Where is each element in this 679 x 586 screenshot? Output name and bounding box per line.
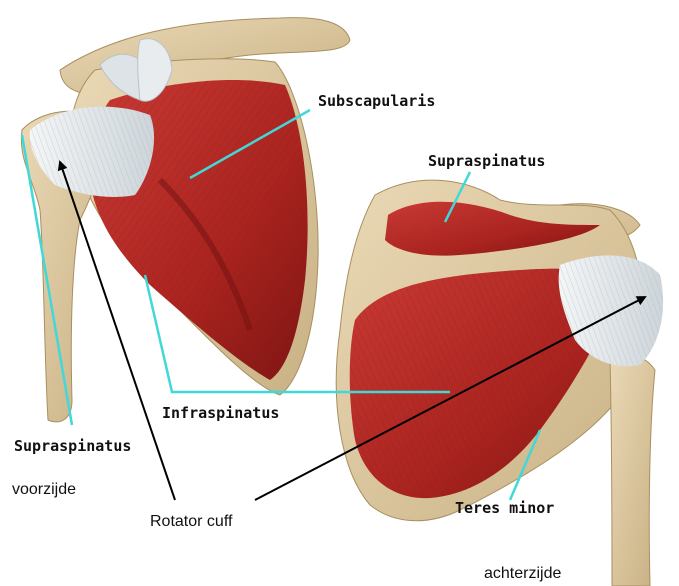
label-voorzijde: voorzijde — [12, 481, 76, 498]
back-view — [336, 180, 663, 586]
front-view — [21, 18, 350, 422]
label-supraspinatus-back: Supraspinatus — [428, 152, 545, 170]
label-infraspinatus: Infraspinatus — [162, 404, 279, 422]
back-humerus — [610, 355, 655, 586]
label-subscapularis: Subscapularis — [318, 92, 435, 110]
label-rotator-cuff: Rotator cuff — [150, 513, 233, 530]
label-teres-minor: Teres minor — [455, 499, 554, 517]
label-achterzijde: achterzijde — [484, 565, 561, 582]
label-supraspinatus-front: Supraspinatus — [14, 437, 131, 455]
